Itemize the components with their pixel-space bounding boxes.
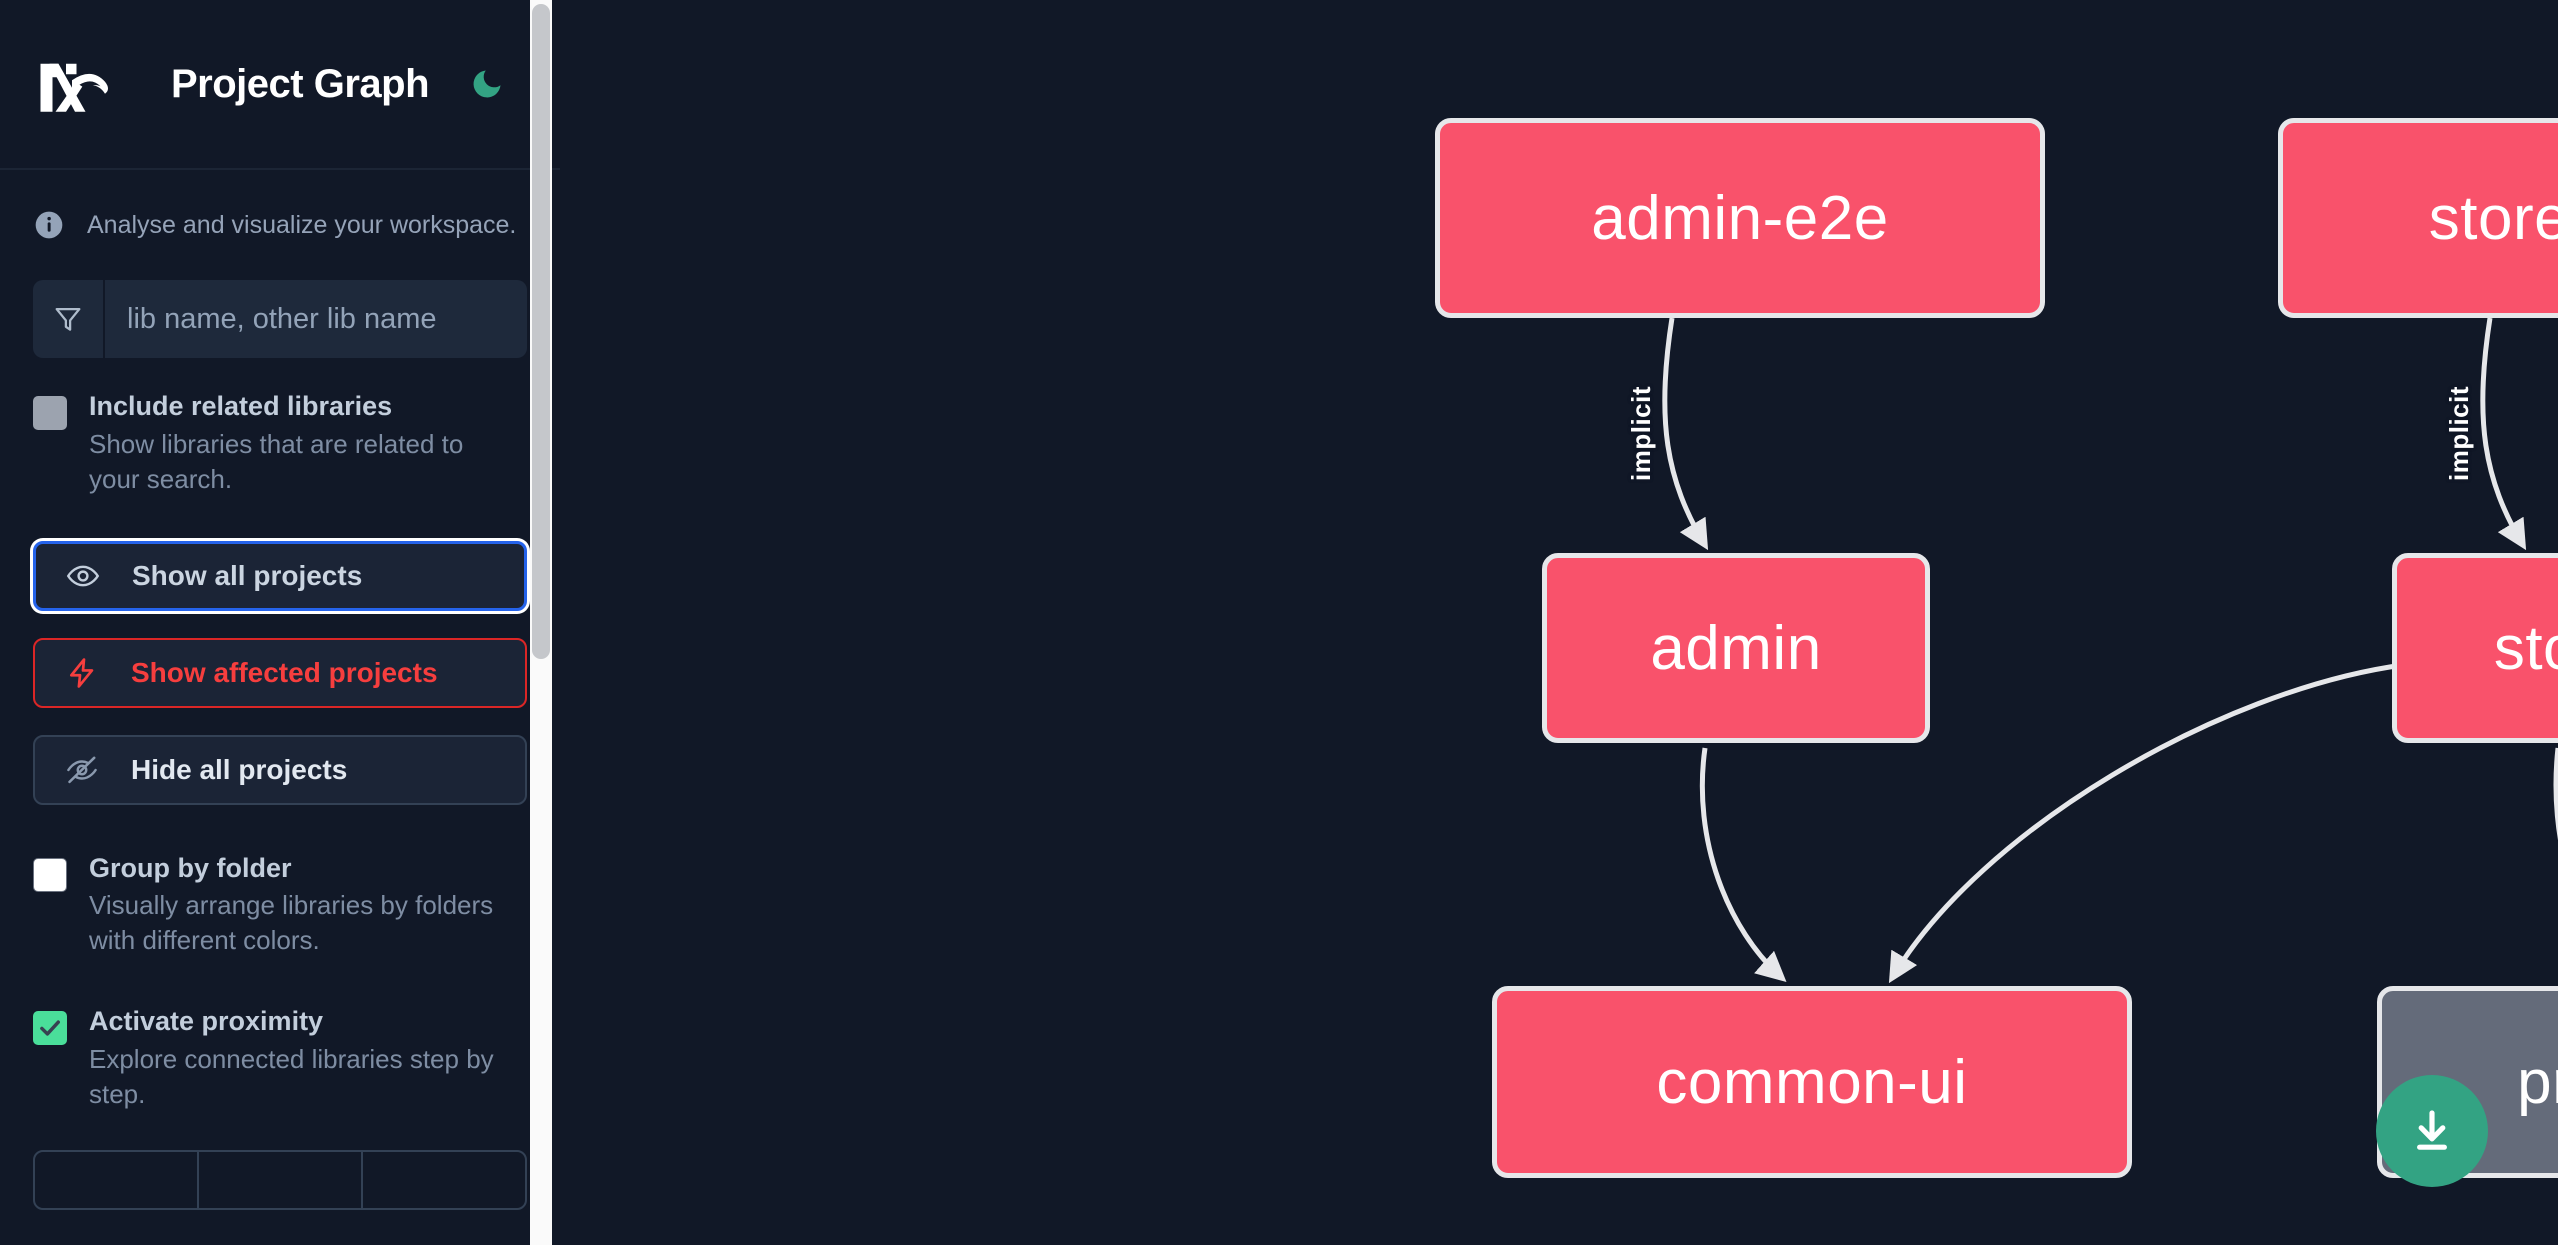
show-all-projects-button[interactable]: Show all projects	[33, 540, 527, 611]
edge-store-common-ui	[1888, 662, 2404, 984]
info-banner: Analyse and visualize your workspace.	[0, 170, 560, 280]
filter-funnel-icon	[33, 280, 105, 358]
sidebar-header: Project Graph	[0, 0, 560, 170]
checkbox-include-related-libraries[interactable]: Include related libraries Show libraries…	[0, 391, 560, 497]
search-bar	[33, 280, 527, 358]
edge-label-admin-implicit: implicit	[1626, 385, 1657, 482]
activate-proximity-checkbox[interactable]	[33, 1011, 67, 1046]
lightning-icon	[65, 656, 105, 690]
eye-slash-icon	[65, 753, 105, 787]
hide-all-projects-button[interactable]: Hide all projects	[33, 734, 527, 805]
graph-node-admin-label: admin	[1650, 613, 1822, 683]
info-text: Analyse and visualize your workspace.	[87, 210, 517, 239]
graph-node-products-label: products	[2517, 1047, 2558, 1117]
moon-icon[interactable]	[465, 62, 509, 106]
proximity-value	[199, 1151, 363, 1208]
sidebar: Project Graph Analyse and visualize your…	[0, 0, 560, 1245]
graph-canvas[interactable]: admin-e2e store-e2e admin store common-u…	[560, 0, 2558, 1245]
group-by-folder-description: Visually arrange libraries by folders wi…	[89, 890, 494, 956]
show-all-projects-label: Show all projects	[132, 559, 363, 591]
nx-logo-icon	[33, 49, 123, 119]
check-icon	[40, 1020, 60, 1036]
proximity-decrease-button[interactable]	[35, 1151, 199, 1208]
checkbox-group-by-folder[interactable]: Group by folder Visually arrange librari…	[0, 853, 560, 959]
visibility-button-group: Show all projects Show affected projects	[33, 540, 527, 805]
graph-node-store-e2e[interactable]: store-e2e	[2278, 118, 2558, 318]
graph-node-admin-e2e-label: admin-e2e	[1591, 183, 1889, 253]
group-by-folder-checkbox[interactable]	[33, 857, 67, 892]
edge-store-e2e-store	[2480, 317, 2527, 551]
graph-node-admin-e2e[interactable]: admin-e2e	[1435, 118, 2045, 318]
download-graph-button[interactable]	[2376, 1075, 2488, 1187]
graph-node-store-e2e-label: store-e2e	[2428, 183, 2558, 253]
info-icon	[33, 209, 65, 241]
activate-proximity-description: Explore connected libraries step by step…	[89, 1043, 494, 1109]
edge-admin-e2e-admin	[1662, 317, 1709, 551]
page-title: Project Graph	[171, 61, 430, 106]
group-by-folder-label: Group by folder	[89, 852, 292, 883]
eye-icon	[66, 559, 106, 593]
edge-admin-common-ui	[1699, 747, 1787, 982]
graph-node-store[interactable]: store	[2392, 553, 2558, 743]
activate-proximity-label: Activate proximity	[89, 1006, 324, 1037]
edge-label-store-implicit: implicit	[2444, 385, 2475, 482]
graph-node-common-ui[interactable]: common-ui	[1492, 986, 2132, 1178]
include-related-libraries-description: Show libraries that are related to your …	[89, 428, 464, 494]
hide-all-projects-label: Hide all projects	[131, 753, 348, 785]
show-affected-projects-label: Show affected projects	[131, 656, 438, 688]
checkbox-activate-proximity[interactable]: Activate proximity Explore connected lib…	[0, 1006, 560, 1112]
proximity-increase-button[interactable]	[363, 1152, 525, 1208]
graph-node-admin[interactable]: admin	[1542, 553, 1930, 743]
download-icon	[2417, 1110, 2447, 1150]
include-related-libraries-checkbox[interactable]	[33, 396, 67, 430]
show-affected-projects-button[interactable]: Show affected projects	[33, 637, 527, 708]
proximity-stepper-control[interactable]	[33, 1149, 527, 1210]
graph-node-store-label: store	[2493, 613, 2558, 683]
search-input[interactable]	[105, 280, 527, 358]
graph-node-common-ui-label: common-ui	[1656, 1047, 1968, 1117]
include-related-libraries-label: Include related libraries	[89, 391, 393, 421]
sidebar-scrollbar-thumb[interactable]	[532, 4, 550, 659]
